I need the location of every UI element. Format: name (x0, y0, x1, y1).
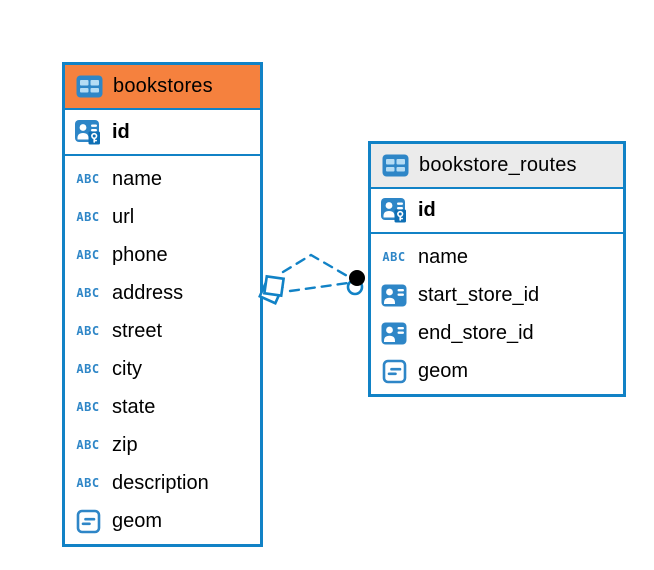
column-row[interactable]: start_store_id (371, 276, 623, 314)
column-name: start_store_id (418, 283, 540, 306)
table-header-bookstores[interactable]: bookstores (65, 65, 260, 110)
column-row[interactable]: ABC url (65, 198, 260, 236)
column-name: state (112, 395, 156, 418)
text-type-icon: ABC (382, 250, 406, 264)
column-row[interactable]: geom (371, 352, 623, 390)
text-type-icon: ABC (76, 476, 100, 490)
column-name: description (112, 471, 209, 494)
text-type-icon: ABC (76, 362, 100, 376)
column-name: url (112, 205, 135, 228)
text-type-icon: ABC (76, 248, 100, 262)
column-row[interactable]: ABC state (65, 388, 260, 426)
column-row[interactable]: ABC description (65, 464, 260, 502)
column-name: address (112, 281, 184, 304)
column-row[interactable]: ABC name (371, 238, 623, 276)
table-title: bookstores (113, 75, 213, 97)
column-row[interactable]: ABC name (65, 160, 260, 198)
foreign-key-icon (379, 284, 409, 307)
column-name: name (112, 167, 163, 190)
column-name: city (112, 357, 142, 380)
table-node-bookstores[interactable]: bookstores id ABC name (62, 62, 263, 547)
table-header-bookstore-routes[interactable]: bookstore_routes (371, 144, 623, 189)
column-list: ABC name start_store_id (371, 234, 623, 394)
foreign-key-icon (379, 322, 409, 345)
table-node-bookstore-routes[interactable]: bookstore_routes id ABC name (368, 141, 626, 397)
column-row[interactable]: ABC address (65, 274, 260, 312)
dot-end-marker (346, 270, 365, 296)
column-name: geom (418, 359, 469, 382)
table-title: bookstore_routes (419, 153, 577, 176)
text-type-icon: ABC (76, 324, 100, 338)
column-row[interactable]: ABC zip (65, 426, 260, 464)
diamond-end-marker (258, 274, 286, 305)
column-row[interactable]: ABC street (65, 312, 260, 350)
column-name: geom (112, 509, 163, 532)
relationship-line-upper (281, 253, 351, 279)
column-row[interactable]: ABC phone (65, 236, 260, 274)
text-type-icon: ABC (76, 438, 100, 452)
text-type-icon: ABC (76, 286, 100, 300)
primary-key-icon (379, 196, 409, 224)
column-name: id (112, 120, 130, 143)
column-row[interactable]: ABC city (65, 350, 260, 388)
column-row[interactable]: geom (65, 502, 260, 540)
table-icon (74, 75, 104, 98)
column-list: ABC name ABC url ABC phone ABC address A… (65, 156, 260, 544)
table-icon (380, 154, 410, 177)
column-name: name (418, 245, 469, 268)
geometry-type-icon (73, 509, 103, 534)
column-name: street (112, 319, 163, 342)
column-name: zip (112, 433, 138, 456)
text-type-icon: ABC (76, 400, 100, 414)
column-name: end_store_id (418, 321, 534, 344)
relationship-line-lower (288, 281, 350, 293)
text-type-icon: ABC (76, 210, 100, 224)
text-type-icon: ABC (76, 172, 100, 186)
column-row-pk[interactable]: id (65, 110, 260, 156)
column-name: id (418, 198, 436, 221)
column-row[interactable]: end_store_id (371, 314, 623, 352)
geometry-type-icon (379, 359, 409, 384)
column-row-pk[interactable]: id (371, 188, 623, 234)
primary-key-icon (73, 118, 103, 146)
column-name: phone (112, 243, 168, 266)
